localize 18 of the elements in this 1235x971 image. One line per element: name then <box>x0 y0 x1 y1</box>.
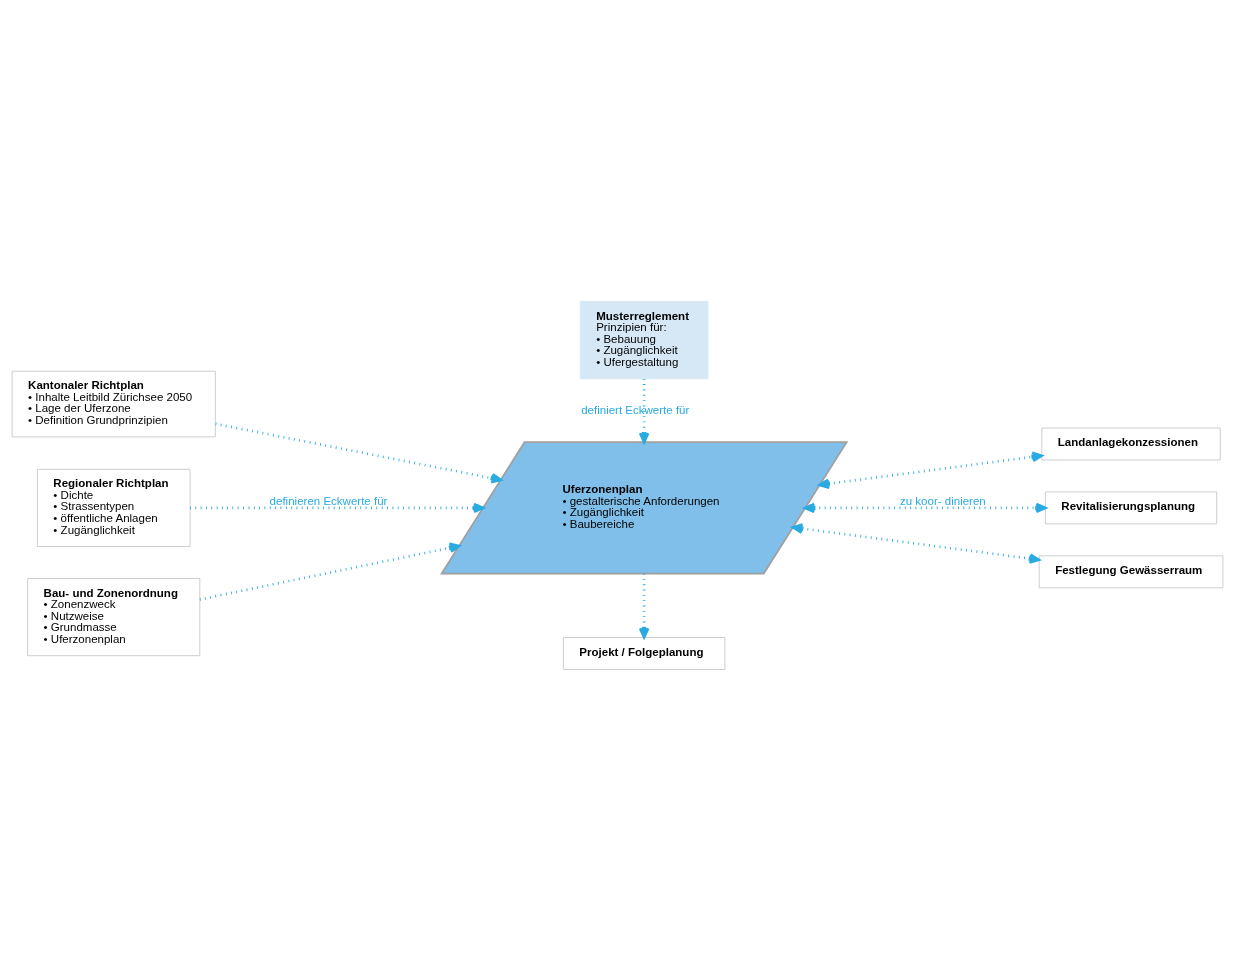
node-box: Musterreglement Prinzipien für: • Bebauung • Zugänglichkeit • Ufergestaltung <box>579 301 709 380</box>
node-box: Bau- und Zonenordnung • Zonenzweck • Nutzweise • Grundmasse • Uferzonenplan <box>27 578 201 657</box>
node-box: Projekt / Folgeplanung <box>562 637 726 670</box>
edge-label: definiert Eckwerte für <box>581 403 690 416</box>
edge-label: zu koor- dinieren <box>899 494 986 507</box>
node-box: Revitalisierungsplanung <box>1044 491 1218 525</box>
node-box: Landanlagekonzessionen <box>1041 427 1221 461</box>
node-box: Kantonaler Richtplan • Inhalte Leitbild Zürichsee 2050 • Lage der Uferzone • Definition Grundprinzipien <box>11 370 216 438</box>
arrow <box>215 422 502 484</box>
arrow <box>638 378 650 444</box>
arrow <box>190 502 485 514</box>
arrow <box>803 502 1047 514</box>
node-box: Regionaler Richtplan • Dichte • Strassentypen • öffentliche Anlagen • Zugänglichkeit <box>36 468 191 547</box>
arrow <box>791 523 1041 564</box>
arrow <box>818 451 1043 489</box>
arrow <box>199 542 461 601</box>
edge-label: definieren Eckwerte für <box>269 494 388 507</box>
node-box: Festlegung Gewässerraum <box>1038 555 1224 589</box>
